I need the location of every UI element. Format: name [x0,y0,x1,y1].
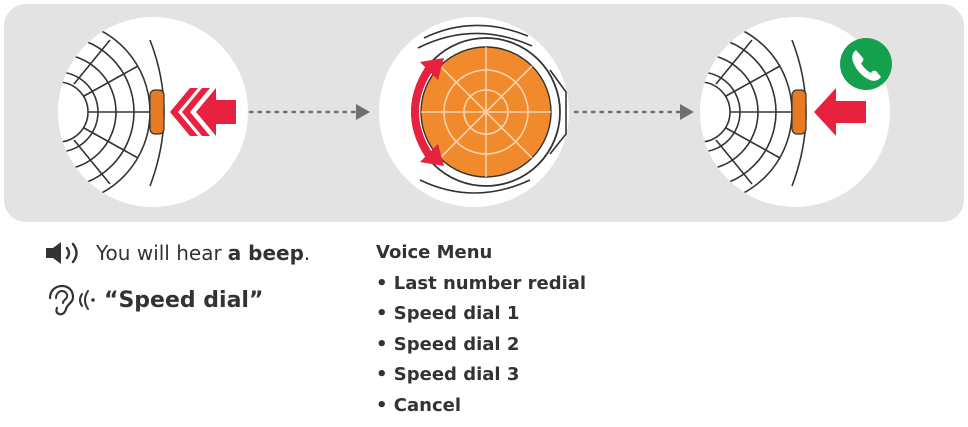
voice-menu-item: Speed dial 2 [376,330,586,361]
phone-icon [840,38,892,90]
voice-menu-title: Voice Menu [376,242,493,263]
press-arrow-icon [814,88,866,136]
dotted-connector [573,104,694,120]
beep-note: You will hear a beep . [44,240,310,266]
beep-text: You will hear [96,241,222,265]
voice-menu-item: Last number redial [376,269,586,300]
beep-period: . [303,241,311,265]
voice-menu: Voice Menu Last number redial Speed dial… [376,238,586,421]
speaker-icon [46,242,78,264]
beep-emphasis: a beep [227,241,304,265]
rotate-arrows-icon [411,58,444,166]
side-button [791,89,807,135]
voice-prompt-note: “Speed dial” [44,284,263,316]
dotted-connector [248,104,370,120]
voice-prompt-text: “Speed dial” [104,287,264,313]
side-button [149,89,165,135]
voice-menu-item: Cancel [376,391,586,422]
button-press-arrows-icon [170,88,236,136]
voice-menu-list: Last number redial Speed dial 1 Speed di… [376,269,586,422]
step2-headset [379,17,569,207]
voice-menu-item: Speed dial 3 [376,360,586,391]
ear-icon [48,284,95,316]
voice-menu-item: Speed dial 1 [376,299,586,330]
instruction-illustration [58,17,892,207]
